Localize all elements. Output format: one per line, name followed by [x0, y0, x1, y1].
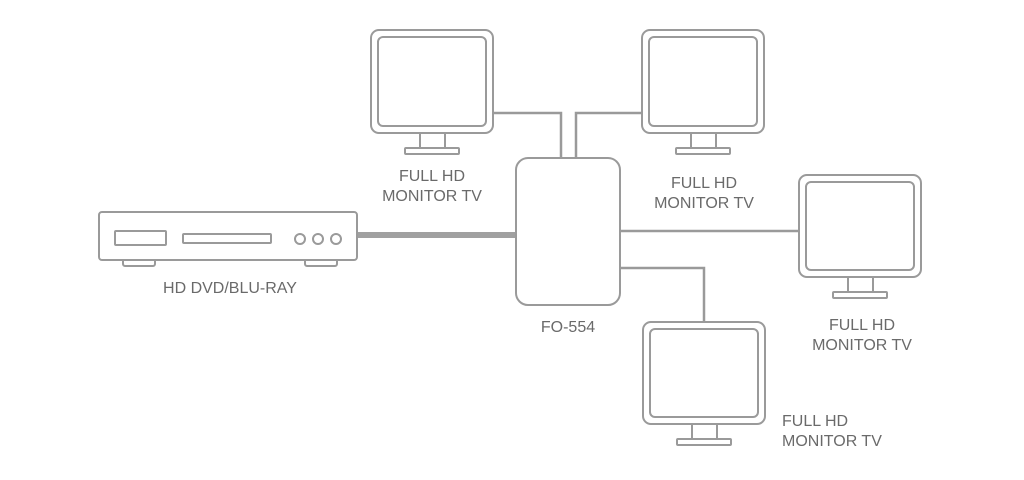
monitor-label-line2: MONITOR TV — [782, 433, 882, 450]
disc-player-icon — [98, 211, 358, 267]
cable-monitor-4 — [620, 266, 706, 322]
monitor-icon — [642, 321, 766, 446]
monitor-label: FULL HD MONITOR TV — [372, 167, 492, 207]
monitor-icon — [370, 29, 494, 155]
monitor-icon — [641, 29, 765, 155]
monitor-icon — [798, 174, 922, 299]
cable-monitor-2 — [574, 111, 642, 158]
monitor-label-line1: FULL HD — [398, 168, 466, 185]
monitor-label: FULL HD MONITOR TV — [640, 174, 768, 214]
splitter-label: FO-554 — [540, 319, 596, 336]
monitor-label-line2: MONITOR TV — [382, 188, 482, 205]
monitor-label-line2: MONITOR TV — [654, 195, 754, 212]
splitter-box-icon — [515, 157, 621, 306]
monitor-label-line1: FULL HD — [670, 175, 738, 192]
monitor-label: FULL HD MONITOR TV — [798, 316, 926, 356]
monitor-label-line1: FULL HD — [828, 317, 896, 334]
monitor-label-line1: FULL HD — [782, 413, 849, 430]
cable-monitor-1 — [493, 111, 563, 158]
monitor-label-line2: MONITOR TV — [812, 337, 912, 354]
monitor-label: FULL HD MONITOR TV — [782, 412, 912, 452]
source-label: HD DVD/BLU-RAY — [163, 280, 297, 297]
